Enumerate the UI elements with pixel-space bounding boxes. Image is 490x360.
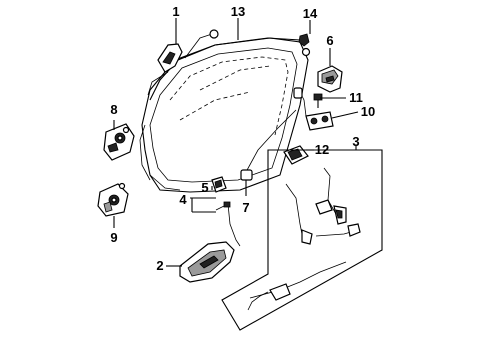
part-10-striker	[305, 111, 334, 131]
part-1-inside-handle	[147, 43, 183, 96]
part-4-rod	[215, 201, 241, 247]
callout-3: 3	[352, 134, 359, 149]
callout-labels: 1 2 3 4 5 6 7 8 9 10 11 12 13 14	[110, 4, 375, 273]
callout-12: 12	[315, 142, 329, 157]
callout-4: 4	[179, 192, 187, 207]
callout-8: 8	[110, 102, 117, 117]
part-6-actuator	[317, 65, 343, 93]
callout-10: 10	[361, 104, 375, 119]
callout-13: 13	[231, 4, 245, 19]
part-9-lower-latch	[97, 182, 129, 217]
part-14-clip	[298, 33, 311, 57]
part-11-bolt	[313, 93, 323, 108]
part-13-weatherstrip	[149, 29, 301, 101]
part-8-latch	[103, 123, 135, 161]
callout-1: 1	[172, 4, 179, 19]
leader-lines	[113, 18, 359, 267]
callout-14: 14	[303, 6, 318, 21]
callout-6: 6	[326, 33, 333, 48]
callout-11: 11	[349, 90, 363, 105]
callout-2: 2	[156, 258, 163, 273]
callout-5: 5	[201, 180, 208, 195]
part-3-kit-box	[221, 149, 383, 331]
part-5-clip	[211, 176, 227, 193]
callout-7: 7	[242, 200, 249, 215]
callout-9: 9	[110, 230, 117, 245]
part-2-outside-handle	[179, 241, 235, 283]
rod-clip	[293, 87, 303, 99]
